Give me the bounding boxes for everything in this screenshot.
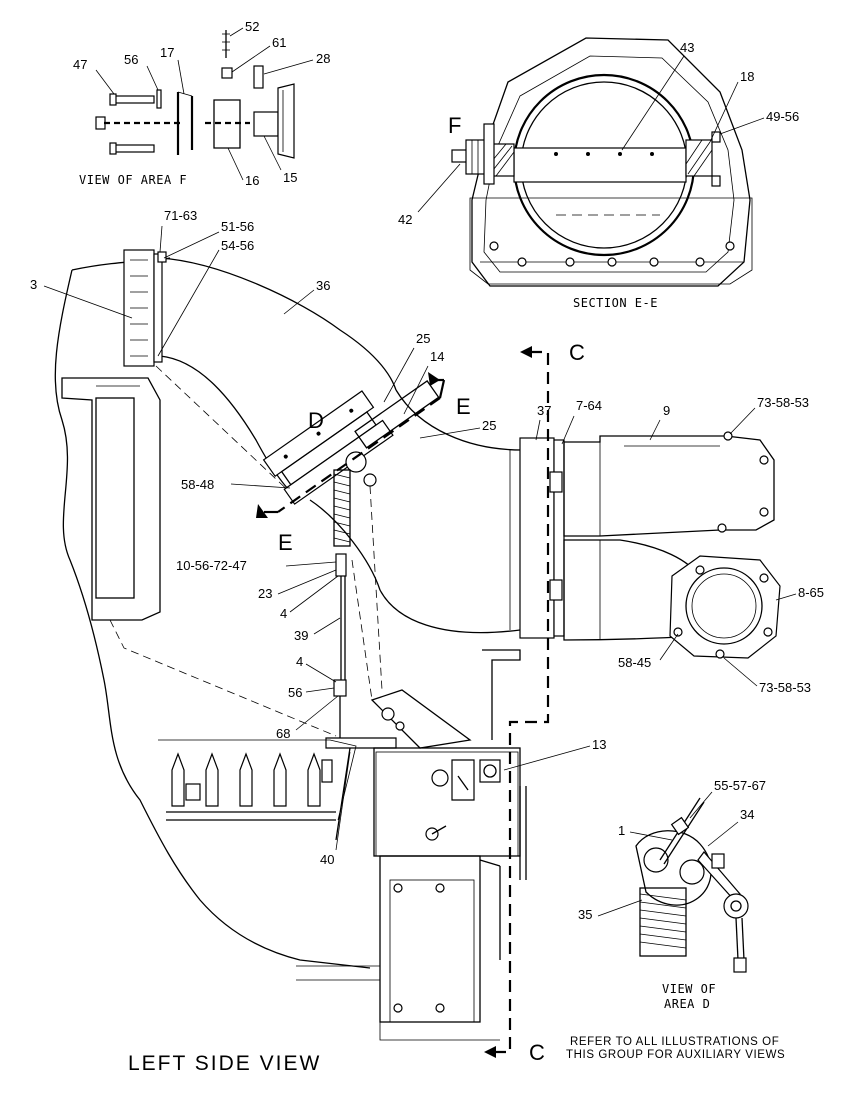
callout-28: 28	[316, 51, 330, 66]
callout-16: 16	[245, 173, 259, 188]
callout-13: 13	[592, 737, 606, 752]
callout-10-56-72-47: 10-56-72-47	[176, 558, 247, 573]
callout-25-right: 25	[482, 418, 496, 433]
marker-e-bottom: E	[278, 530, 293, 555]
caption-view-of-area-d-line1: VIEW OF	[662, 982, 716, 996]
callout-58-48: 58-48	[181, 477, 214, 492]
callout-43: 43	[680, 40, 694, 55]
marker-e-top: E	[456, 394, 471, 419]
callout-9: 9	[663, 403, 670, 418]
callout-68: 68	[276, 726, 290, 741]
callout-52: 52	[245, 19, 259, 34]
caption-view-of-area-f: VIEW OF AREA F	[79, 173, 187, 187]
callout-37: 37	[537, 403, 551, 418]
callout-18: 18	[740, 69, 754, 84]
callout-39: 39	[294, 628, 308, 643]
callout-73-58-53-top: 73-58-53	[757, 395, 809, 410]
callout-34: 34	[740, 807, 754, 822]
caption-view-of-area-d-line2: AREA D	[664, 997, 710, 1011]
note-line-2: THIS GROUP FOR AUXILIARY VIEWS	[566, 1049, 785, 1061]
callout-23: 23	[258, 586, 272, 601]
section-e-e: F 43 18 49-56 42 SECTION E-E	[398, 37, 799, 310]
callout-25-top: 25	[416, 331, 430, 346]
marker-d: D	[308, 408, 324, 433]
callout-1: 1	[618, 823, 625, 838]
callout-4-upper: 4	[280, 606, 287, 621]
marker-c-bottom: C	[529, 1040, 545, 1065]
caption-left-side-view: LEFT SIDE VIEW	[128, 1052, 321, 1075]
marker-f: F	[448, 113, 461, 138]
note-line-1: REFER TO ALL ILLUSTRATIONS OF	[570, 1036, 779, 1048]
callout-17: 17	[160, 45, 174, 60]
callout-15: 15	[283, 170, 297, 185]
callout-3: 3	[30, 277, 37, 292]
view-of-area-d: 55-57-67 1 34 35 VIEW OF AREA D	[578, 778, 766, 1011]
callout-42: 42	[398, 212, 412, 227]
callout-71-63: 71-63	[164, 208, 197, 223]
caption-section-e-e: SECTION E-E	[573, 296, 658, 310]
callout-55-57-67: 55-57-67	[714, 778, 766, 793]
callout-14: 14	[430, 349, 444, 364]
marker-c-top: C	[569, 340, 585, 365]
callout-7-64: 7-64	[576, 398, 602, 413]
callout-73-58-53-bottom: 73-58-53	[759, 680, 811, 695]
callout-54-56: 54-56	[221, 238, 254, 253]
callout-40: 40	[320, 852, 334, 867]
callout-58-45: 58-45	[618, 655, 651, 670]
callout-49-56: 49-56	[766, 109, 799, 124]
callout-56: 56	[124, 52, 138, 67]
reference-note: REFER TO ALL ILLUSTRATIONS OF THIS GROUP…	[566, 1036, 785, 1061]
callout-47: 47	[73, 57, 87, 72]
callout-8-65: 8-65	[798, 585, 824, 600]
callout-56-lower: 56	[288, 685, 302, 700]
callout-4-lower: 4	[296, 654, 303, 669]
left-side-view: C C E E D 71-63 51-56 54-56 3 36 25 14 2…	[30, 208, 824, 1075]
callout-35: 35	[578, 907, 592, 922]
callout-51-56: 51-56	[221, 219, 254, 234]
callout-61: 61	[272, 35, 286, 50]
view-of-area-f: 47 56 17 52 61 28 16 15 VIEW OF AREA F	[73, 19, 330, 188]
callout-36: 36	[316, 278, 330, 293]
